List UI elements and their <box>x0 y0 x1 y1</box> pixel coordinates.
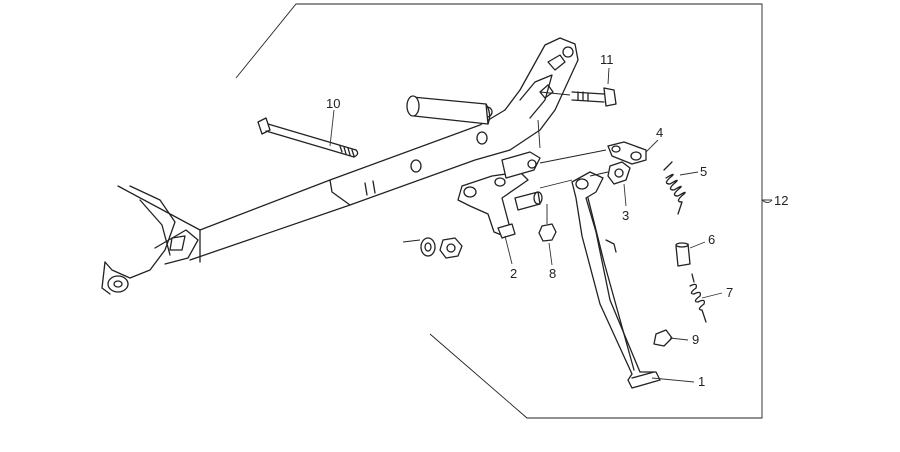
callout-labels: 1 2 3 4 5 6 7 8 9 10 11 12 <box>326 52 788 389</box>
spring-7 <box>689 273 723 323</box>
callout-3: 3 <box>622 208 629 223</box>
callout-7: 7 <box>726 285 733 300</box>
nut-8 <box>538 204 557 266</box>
callout-12: 12 <box>774 193 788 208</box>
sleeve-6 <box>675 241 706 267</box>
bolt-10 <box>257 117 359 158</box>
callout-10: 10 <box>326 96 340 111</box>
assembly-boundary <box>235 3 772 419</box>
bolt-11 <box>539 67 617 107</box>
callout-2: 2 <box>510 266 517 281</box>
callout-11: 11 <box>600 52 614 67</box>
frame-rail <box>101 37 579 295</box>
plate-4 <box>539 139 659 165</box>
spring-5 <box>663 161 699 215</box>
callout-6: 6 <box>708 232 715 247</box>
bracket-2 <box>457 119 543 239</box>
callout-1: 1 <box>698 374 705 389</box>
callout-8: 8 <box>549 266 556 281</box>
callout-5: 5 <box>700 164 707 179</box>
spacer-3 <box>589 161 631 207</box>
callout-4: 4 <box>656 125 663 140</box>
leader-lines <box>329 109 773 383</box>
callout-9: 9 <box>692 332 699 347</box>
pad-9 <box>653 329 689 347</box>
washer-nut-set <box>402 237 463 259</box>
side-stand-1 <box>539 171 661 389</box>
